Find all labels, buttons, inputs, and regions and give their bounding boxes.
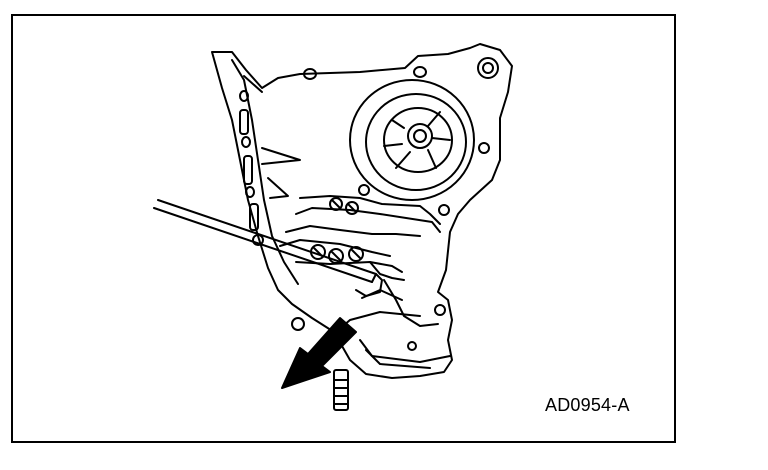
oil-pump-mechanism	[279, 195, 441, 333]
water-pump-housing	[349, 79, 490, 216]
top-bosses	[303, 57, 499, 80]
indicator-arrow	[281, 317, 357, 389]
figure-frame	[11, 14, 676, 443]
inner-bracket	[261, 147, 301, 199]
flange-bolt-holes	[239, 90, 305, 331]
feeler-wire-tool	[153, 199, 383, 297]
engine-block-outline	[211, 43, 513, 379]
oil-pan-flange	[359, 304, 451, 369]
dipstick-tube	[333, 369, 349, 411]
figure-id-label: AD0954-A	[545, 395, 630, 415]
